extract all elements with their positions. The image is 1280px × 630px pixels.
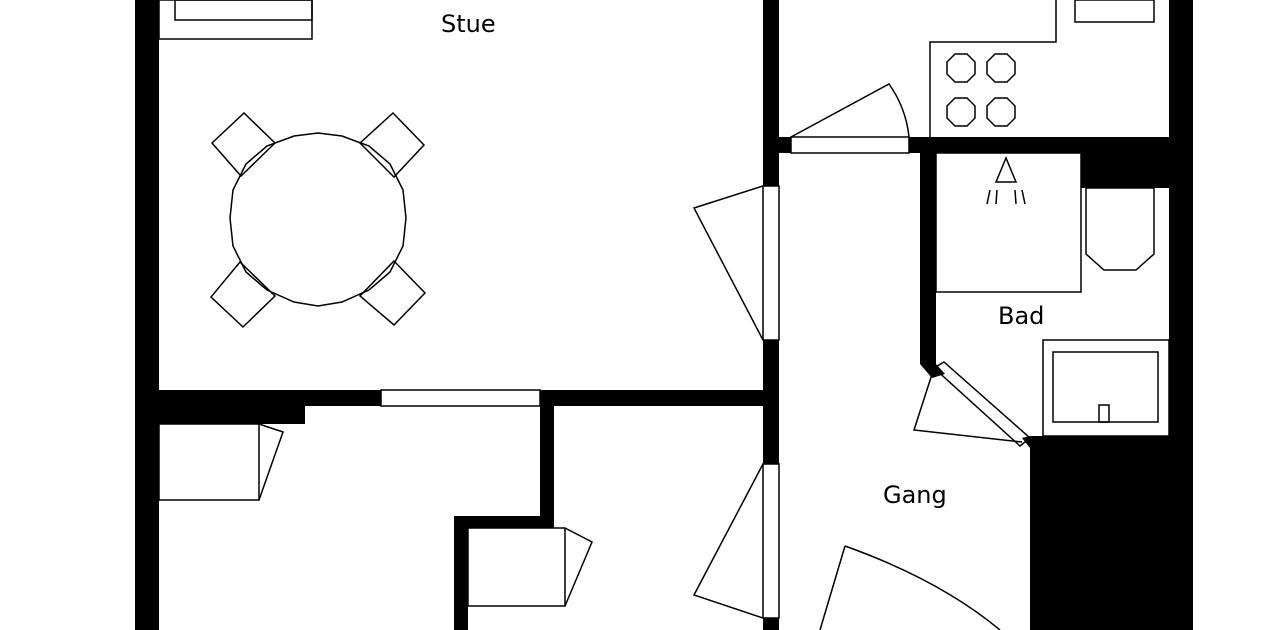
chair-bottom-right — [358, 259, 427, 327]
burner-1 — [946, 53, 976, 83]
wall-stue-bedroom-b — [305, 390, 381, 406]
shower-spray-1 — [986, 189, 991, 205]
door-kitchen — [790, 83, 910, 138]
window-top-left-inner — [174, 0, 313, 21]
wall-hall-lower — [763, 618, 779, 630]
kitchen-sink — [1074, 0, 1155, 23]
opening-stue-bedroom — [380, 389, 541, 407]
burner-4 — [986, 97, 1016, 127]
outer-wall-right — [1169, 0, 1193, 630]
wall-inner-horizontal — [454, 516, 554, 528]
shower-spray-4 — [1021, 189, 1026, 205]
wall-shaft — [1022, 436, 1169, 630]
wall-bath-block — [1081, 150, 1173, 188]
closet-right — [467, 527, 566, 607]
closet-left — [158, 423, 260, 501]
room-label-bathroom: Bad — [998, 302, 1045, 330]
door-hall-bedroom-leaf — [762, 463, 780, 619]
door-entrance — [819, 545, 1001, 630]
bath-sink-cabinet — [1042, 339, 1170, 437]
wall-stue-bedroom-a — [159, 390, 305, 424]
bath-sink-basin — [1052, 351, 1159, 423]
door-bathroom — [913, 367, 1023, 443]
shower-spray-3 — [1014, 189, 1017, 205]
wall-stue-kitchen — [763, 0, 779, 186]
shower-spray-2 — [995, 189, 998, 205]
room-label-living-room: Stue — [441, 10, 496, 38]
wall-inner-closet — [454, 516, 468, 630]
wall-stue-hall — [763, 340, 779, 464]
door-stue-hall-upper — [692, 185, 764, 341]
dining-table — [229, 132, 407, 307]
toilet — [1085, 187, 1155, 271]
burner-2 — [986, 53, 1016, 83]
chair-top-right — [358, 111, 426, 179]
closet-left-door — [258, 423, 284, 501]
door-stue-hall-upper-leaf — [762, 185, 780, 341]
closet-right-door — [564, 527, 593, 607]
burner-3 — [946, 97, 976, 127]
wall-kitchen-bottom-right — [909, 137, 1193, 153]
shower-head-icon — [994, 156, 1018, 183]
chair-bottom-left — [209, 260, 277, 329]
outer-wall-left — [135, 0, 159, 630]
door-bathroom-leaf — [932, 361, 1032, 447]
fixtures — [158, 0, 1170, 630]
chair-top-left — [210, 111, 277, 178]
door-hall-bedroom — [692, 463, 764, 619]
wall-bath-left — [920, 150, 936, 364]
wall-inner-vertical — [540, 406, 554, 526]
shower-tray — [935, 152, 1082, 293]
kitchen-counter — [929, 0, 1057, 137]
door-frame-kitchen — [790, 136, 910, 154]
bath-sink-drain — [1098, 404, 1110, 423]
room-label-hallway: Gang — [883, 481, 947, 509]
wall-kitchen-bottom-left — [779, 137, 791, 153]
wall-stue-bedroom-c — [540, 390, 763, 406]
walls — [135, 0, 1193, 630]
